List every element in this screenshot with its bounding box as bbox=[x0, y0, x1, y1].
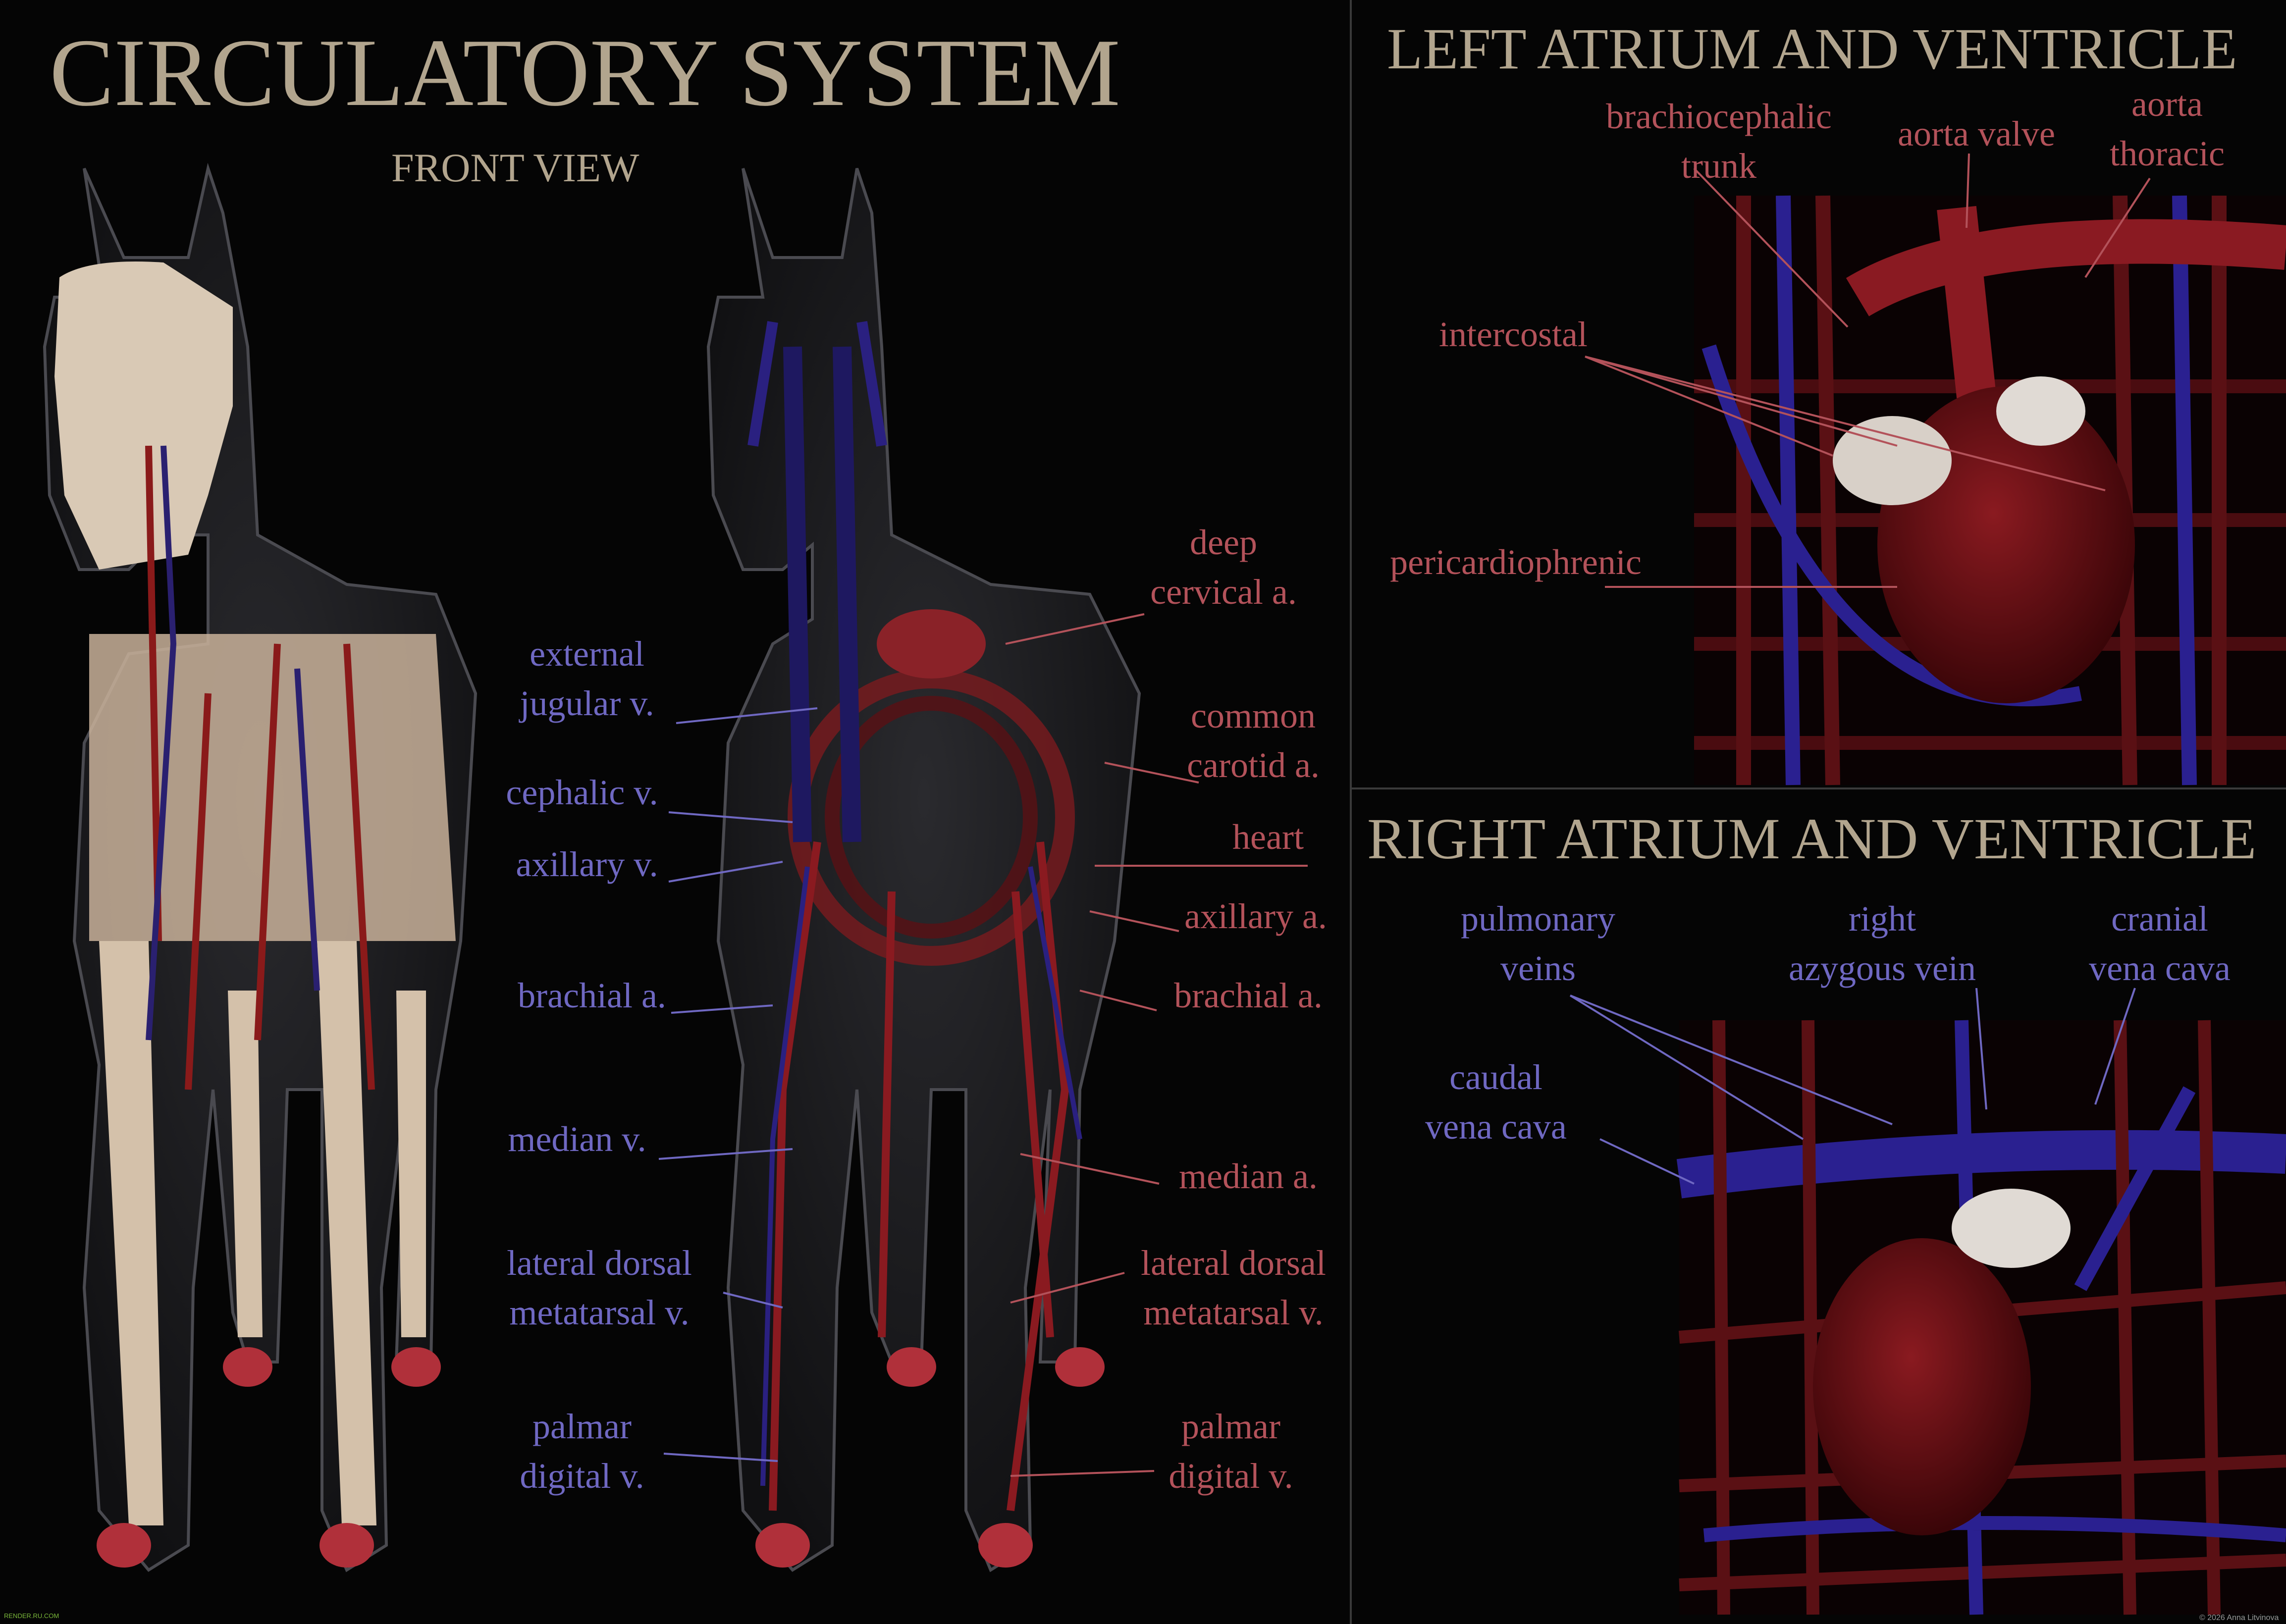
label-brachial-artery-left: brachial a. bbox=[518, 976, 666, 1015]
vessel-horse bbox=[706, 168, 1141, 1572]
skeleton-horse bbox=[43, 162, 478, 1572]
label-axillary-vein: axillary v. bbox=[516, 844, 658, 884]
vein-leader-lines bbox=[658, 707, 2136, 1462]
right-heart-render bbox=[1676, 1020, 2286, 1615]
right-heart-title: RIGHT ATRIUM AND VENTRICLE bbox=[1367, 806, 2257, 871]
label-intercostal: intercostal bbox=[1439, 314, 1588, 354]
label-brachial-artery-right: brachial a. bbox=[1174, 976, 1323, 1015]
front-view-subtitle: FRONT VIEW bbox=[391, 145, 639, 190]
watermark-logo: RENDER.RU.COM bbox=[4, 1612, 59, 1620]
label-median-artery: median a. bbox=[1179, 1156, 1318, 1196]
copyright-text: © 2026 Anna Litvinova bbox=[2199, 1614, 2279, 1622]
label-pericardiophrenic: pericardiophrenic bbox=[1390, 542, 1642, 582]
horizontal-divider bbox=[1352, 787, 2286, 789]
artery-leader-lines bbox=[1005, 153, 2151, 1477]
left-heart-render bbox=[1694, 195, 2286, 786]
label-cephalic-vein: cephalic v. bbox=[506, 773, 658, 812]
vertical-divider bbox=[1350, 0, 1352, 1624]
label-aorta-valve: aorta valve bbox=[1898, 114, 2055, 154]
label-median-vein: median v. bbox=[508, 1119, 646, 1159]
page-title: CIRCULATORY SYSTEM bbox=[50, 19, 1120, 126]
label-heart: heart bbox=[1232, 817, 1304, 857]
left-heart-title: LEFT ATRIUM AND VENTRICLE bbox=[1387, 16, 2237, 81]
label-axillary-artery: axillary a. bbox=[1184, 896, 1327, 936]
